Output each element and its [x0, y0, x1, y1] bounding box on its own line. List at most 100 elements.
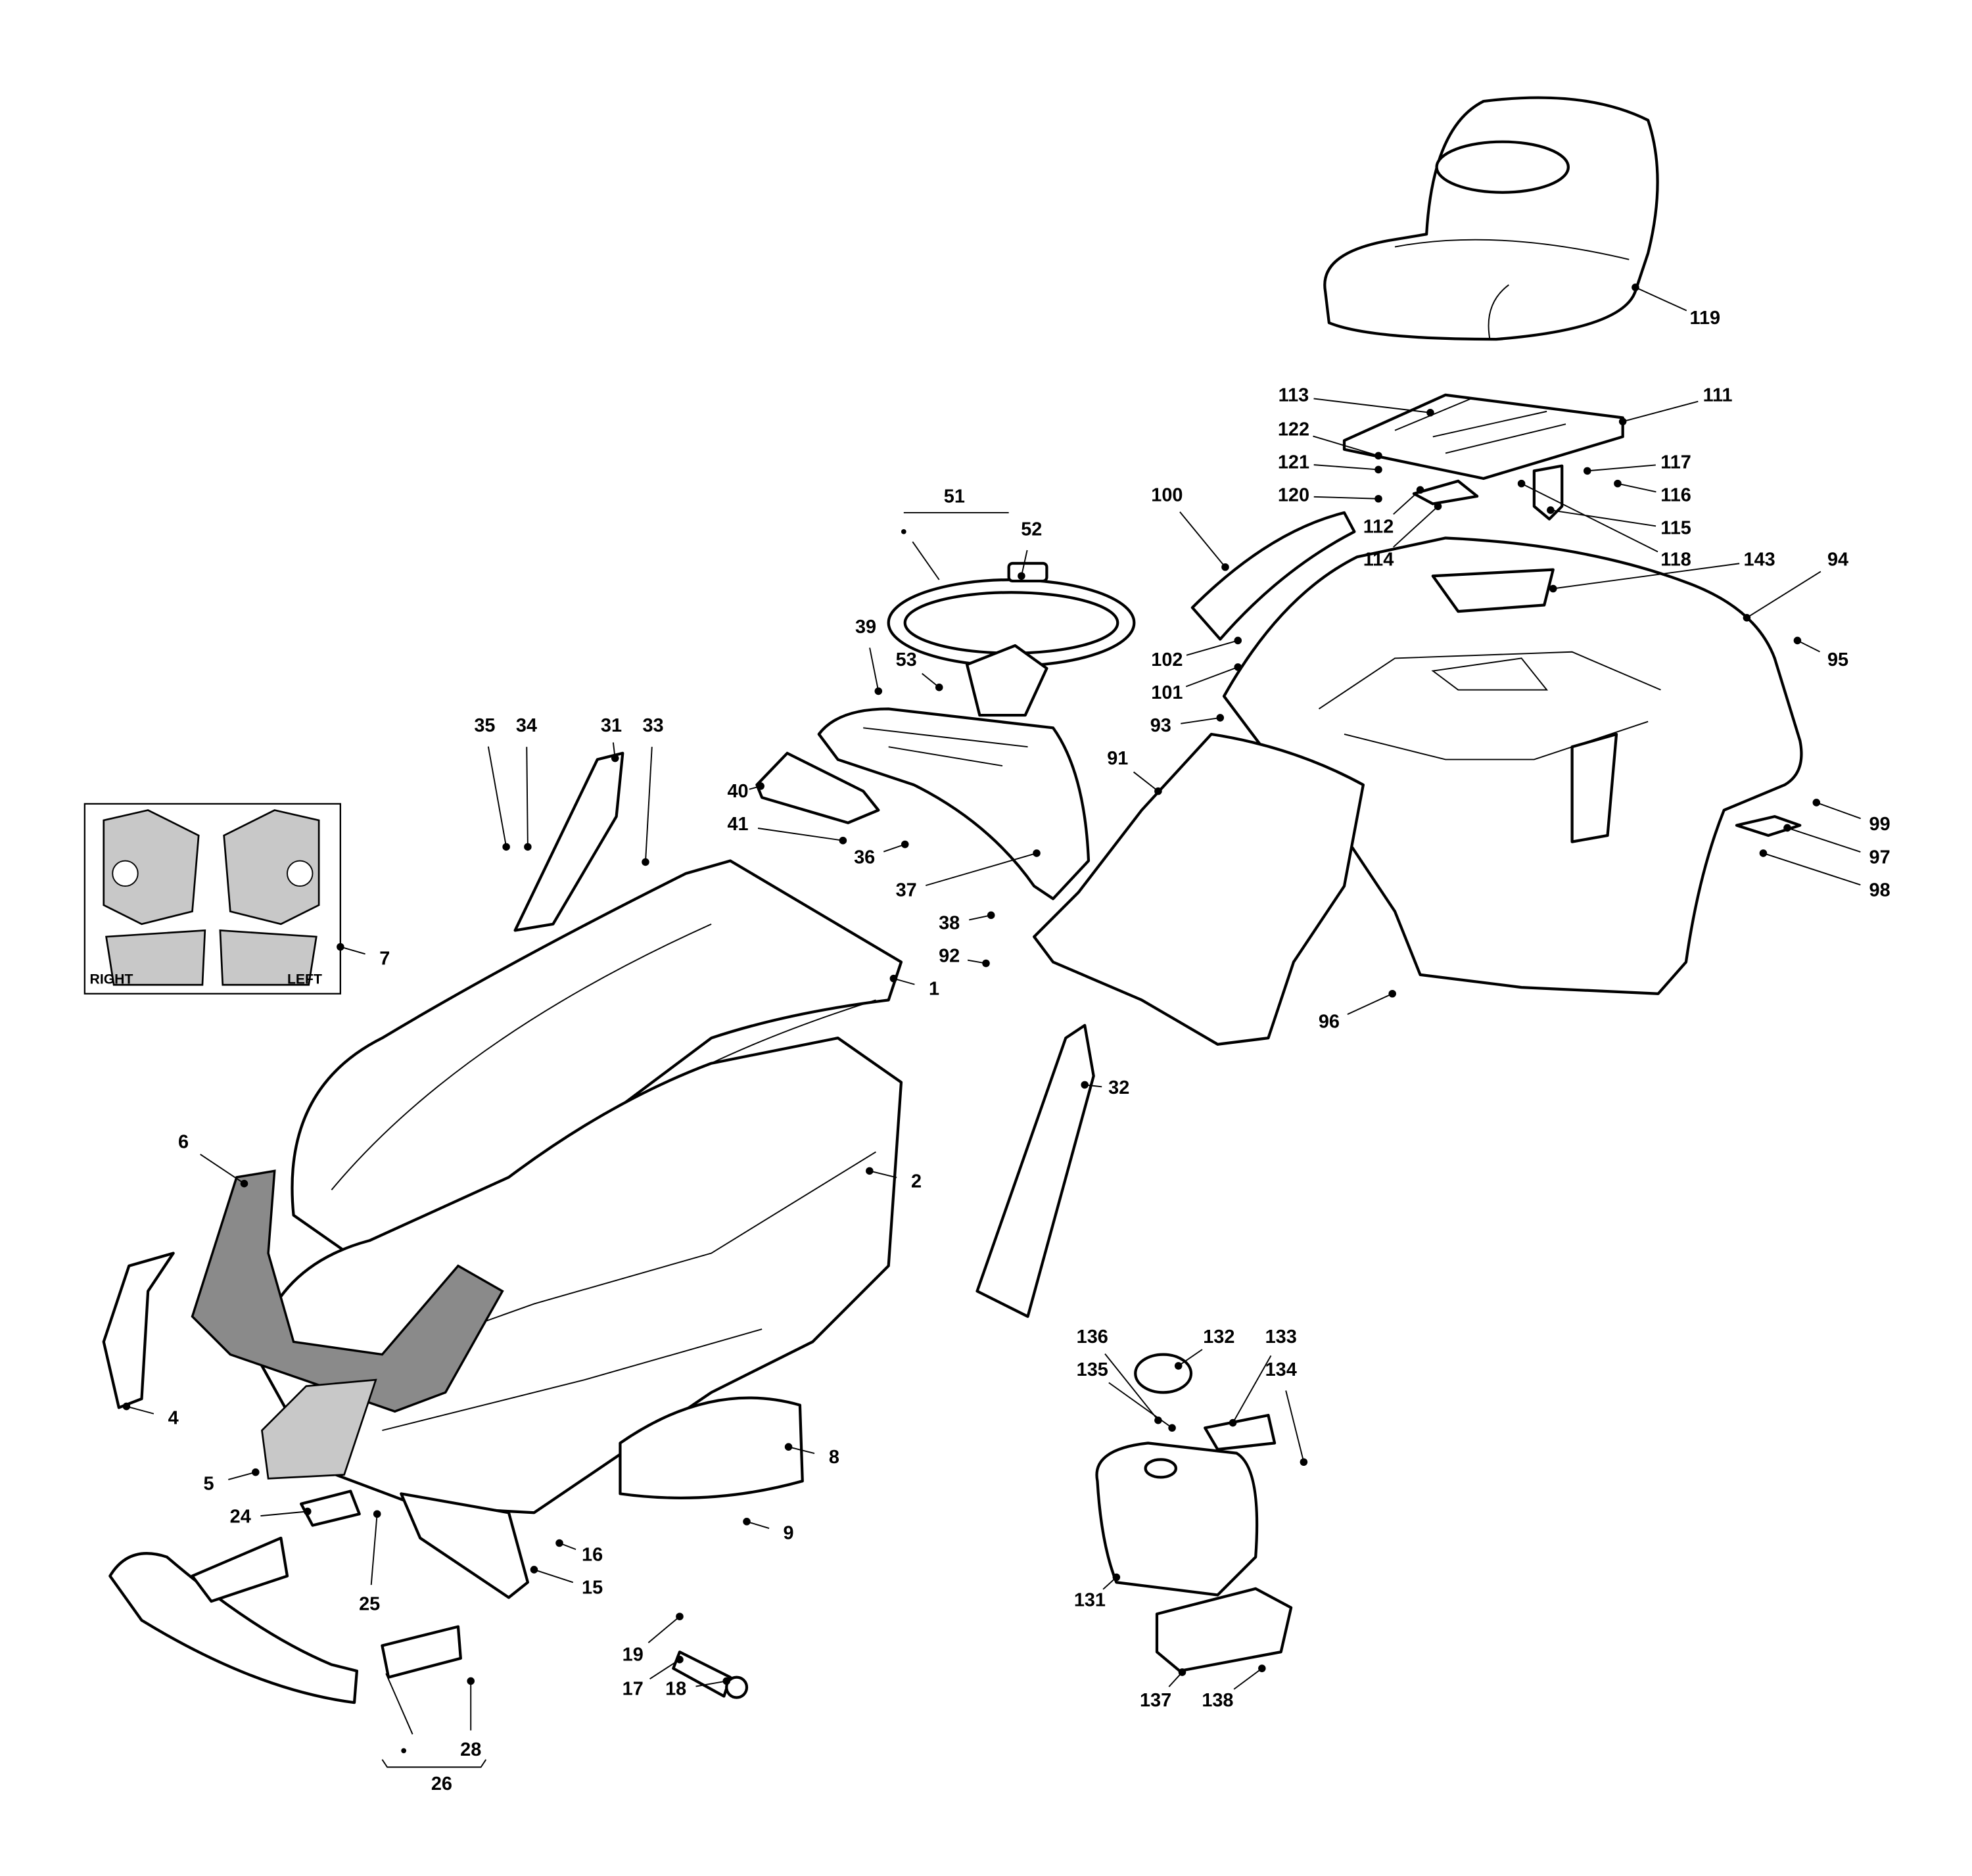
callout-111[interactable]: 111 — [1703, 385, 1733, 406]
seat[interactable] — [1323, 96, 1659, 341]
callout-118[interactable]: 118 — [1660, 550, 1691, 571]
callout-133[interactable]: 133 — [1265, 1326, 1297, 1348]
callout-101[interactable]: 101 — [1151, 682, 1183, 703]
callout-94[interactable]: 94 — [1827, 550, 1848, 571]
leader-dot-97 — [1783, 824, 1791, 832]
callout-91[interactable]: 91 — [1107, 748, 1128, 769]
callout-132[interactable]: 132 — [1203, 1326, 1234, 1348]
callout-99[interactable]: 99 — [1869, 814, 1890, 835]
callout-18[interactable]: 18 — [665, 1679, 686, 1700]
callout-97[interactable]: 97 — [1869, 847, 1890, 868]
callout-92[interactable]: 92 — [939, 946, 960, 967]
leader-dot-100 — [1221, 563, 1229, 571]
callout-131[interactable]: 131 — [1074, 1590, 1106, 1611]
callout-1[interactable]: 1 — [929, 979, 939, 1000]
fender-pad[interactable] — [1190, 511, 1356, 641]
side-rail-left[interactable] — [513, 751, 624, 932]
callout-7[interactable]: 7 — [379, 948, 390, 969]
leader-dot-16 — [555, 1539, 563, 1547]
callout-31[interactable]: 31 — [601, 715, 622, 736]
callout-25[interactable]: 25 — [359, 1594, 380, 1615]
callout-114[interactable]: 114 — [1363, 550, 1394, 571]
leader-line-35 — [487, 746, 507, 847]
leader-line-122 — [1313, 435, 1379, 457]
callout-117[interactable]: 117 — [1660, 452, 1691, 473]
seat-plate[interactable] — [1342, 393, 1624, 521]
headlight-lens[interactable] — [261, 1378, 377, 1480]
callout-17[interactable]: 17 — [622, 1679, 644, 1700]
leader-dot-121 — [1374, 465, 1382, 474]
callout-34[interactable]: 34 — [516, 715, 537, 736]
callout-136[interactable]: 136 — [1077, 1326, 1108, 1348]
callout-93[interactable]: 93 — [1150, 715, 1171, 736]
leader-dot-101 — [1234, 663, 1242, 671]
group-leader-51 — [912, 541, 940, 580]
callout-40[interactable]: 40 — [727, 781, 748, 802]
callout-16[interactable]: 16 — [582, 1544, 603, 1565]
callout-102[interactable]: 102 — [1151, 649, 1183, 670]
callout-53[interactable]: 53 — [896, 649, 917, 670]
rear-fender[interactable] — [1222, 536, 1803, 995]
callout-52[interactable]: 52 — [1021, 519, 1042, 540]
leader-line-101 — [1185, 666, 1238, 688]
side-grille[interactable] — [102, 1252, 175, 1409]
callout-122[interactable]: 122 — [1278, 419, 1309, 440]
side-rail-right[interactable] — [975, 1023, 1095, 1318]
callout-116[interactable]: 116 — [1660, 485, 1691, 506]
callout-35[interactable]: 35 — [474, 715, 495, 736]
callout-15[interactable]: 15 — [582, 1577, 603, 1598]
callout-96[interactable]: 96 — [1319, 1012, 1340, 1033]
leader-dot-1 — [889, 974, 898, 983]
hitch-plate[interactable] — [300, 1489, 361, 1527]
callout-121[interactable]: 121 — [1278, 452, 1309, 473]
callout-9[interactable]: 9 — [784, 1523, 794, 1544]
decal-kit[interactable]: RIGHT LEFT — [83, 803, 342, 995]
leader-dot-5 — [252, 1468, 260, 1476]
leader-dot-9 — [743, 1518, 751, 1526]
callout-120[interactable]: 120 — [1278, 485, 1309, 506]
callout-8[interactable]: 8 — [829, 1447, 839, 1468]
callout-113[interactable]: 113 — [1279, 385, 1309, 406]
callout-6[interactable]: 6 — [178, 1132, 189, 1153]
leader-line-33 — [645, 747, 653, 862]
callout-115[interactable]: 115 — [1660, 518, 1691, 539]
callout-135[interactable]: 135 — [1077, 1359, 1108, 1380]
callout-33[interactable]: 33 — [642, 715, 663, 736]
callout-37[interactable]: 37 — [896, 879, 917, 901]
callout-32[interactable]: 32 — [1108, 1077, 1129, 1098]
callout-143[interactable]: 143 — [1744, 550, 1775, 571]
callout-112[interactable]: 112 — [1363, 517, 1394, 538]
front-bracket[interactable] — [400, 1492, 529, 1599]
bushing[interactable] — [725, 1676, 749, 1699]
callout-36[interactable]: 36 — [854, 847, 875, 868]
callout-138[interactable]: 138 — [1202, 1690, 1233, 1711]
callout-2[interactable]: 2 — [911, 1171, 922, 1192]
leader-dot-132 — [1174, 1362, 1183, 1370]
callout-41[interactable]: 41 — [727, 814, 748, 835]
leader-line-98 — [1763, 853, 1861, 886]
footboard[interactable] — [1033, 732, 1365, 1046]
callout-137[interactable]: 137 — [1140, 1690, 1171, 1711]
callout-51[interactable]: 51 — [944, 486, 965, 507]
callout-28[interactable]: 28 — [460, 1739, 481, 1760]
callout-100[interactable]: 100 — [1151, 485, 1183, 506]
callout-134[interactable]: 134 — [1265, 1359, 1297, 1380]
fuel-tank[interactable] — [1095, 1353, 1293, 1673]
leader-line-8 — [788, 1446, 815, 1454]
callout-5[interactable]: 5 — [204, 1474, 214, 1495]
callout-95[interactable]: 95 — [1827, 649, 1848, 670]
callout-19[interactable]: 19 — [622, 1645, 644, 1666]
callout-39[interactable]: 39 — [855, 617, 876, 638]
callout-4[interactable]: 4 — [168, 1407, 179, 1428]
steering-wheel[interactable] — [887, 561, 1136, 717]
callout-26[interactable]: 26 — [431, 1773, 452, 1794]
callout-38[interactable]: 38 — [939, 912, 960, 933]
leader-dot-52 — [1018, 572, 1025, 580]
callout-119[interactable]: 119 — [1690, 308, 1721, 329]
leader-line-115 — [1550, 509, 1656, 527]
callout-24[interactable]: 24 — [230, 1507, 251, 1528]
callout-98[interactable]: 98 — [1869, 879, 1890, 901]
front-bumper[interactable] — [108, 1536, 462, 1704]
dashboard[interactable] — [755, 707, 1091, 901]
